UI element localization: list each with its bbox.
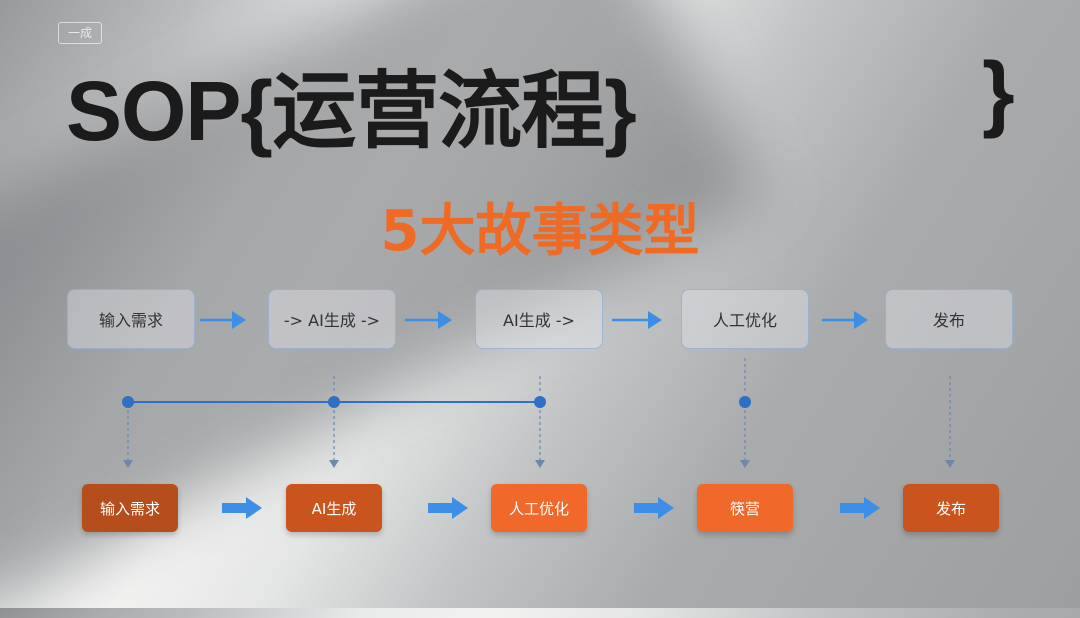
bottom-step-2: AI生成 bbox=[286, 484, 382, 532]
title-closing-brace: } bbox=[982, 45, 1015, 139]
bottom-step-5: 发布 bbox=[903, 484, 999, 532]
bottom-step-1: 输入需求 bbox=[82, 484, 178, 532]
bottom-arrow-head-4 bbox=[864, 497, 880, 519]
connector-dot-1 bbox=[122, 396, 134, 408]
top-arrow-head-3 bbox=[648, 311, 662, 329]
dashed-arrowhead-1 bbox=[123, 460, 133, 468]
top-step-5: 发布 bbox=[885, 289, 1013, 349]
bottom-arrow-shaft-4 bbox=[840, 503, 866, 513]
page-subtitle: 5大故事类型 bbox=[380, 199, 700, 264]
bottom-arrow-shaft-3 bbox=[634, 503, 660, 513]
top-arrow-head-2 bbox=[438, 311, 452, 329]
page-title: SOP{运营流程} bbox=[66, 64, 637, 158]
top-step-2: -> AI生成 -> bbox=[268, 289, 396, 349]
bottom-step-3: 人工优化 bbox=[491, 484, 587, 532]
watermark-badge: 一成 bbox=[58, 22, 102, 44]
top-step-4: 人工优化 bbox=[681, 289, 809, 349]
top-step-1: 输入需求 bbox=[67, 289, 195, 349]
dashed-arrowhead-3 bbox=[535, 460, 545, 468]
top-step-3: AI生成 -> bbox=[475, 289, 603, 349]
top-arrow-head-1 bbox=[232, 311, 246, 329]
connector-dot-2 bbox=[328, 396, 340, 408]
dashed-arrowhead-2 bbox=[329, 460, 339, 468]
bottom-arrow-shaft-1 bbox=[222, 503, 248, 513]
bottom-arrow-shaft-2 bbox=[428, 503, 454, 513]
connector-dot-4 bbox=[739, 396, 751, 408]
bottom-arrow-head-3 bbox=[658, 497, 674, 519]
dashed-arrowhead-5 bbox=[945, 460, 955, 468]
bottom-arrow-head-2 bbox=[452, 497, 468, 519]
bottom-step-4: 筷营 bbox=[697, 484, 793, 532]
top-arrow-head-4 bbox=[854, 311, 868, 329]
dashed-arrowhead-4 bbox=[740, 460, 750, 468]
bottom-arrow-head-1 bbox=[246, 497, 262, 519]
connector-dot-3 bbox=[534, 396, 546, 408]
